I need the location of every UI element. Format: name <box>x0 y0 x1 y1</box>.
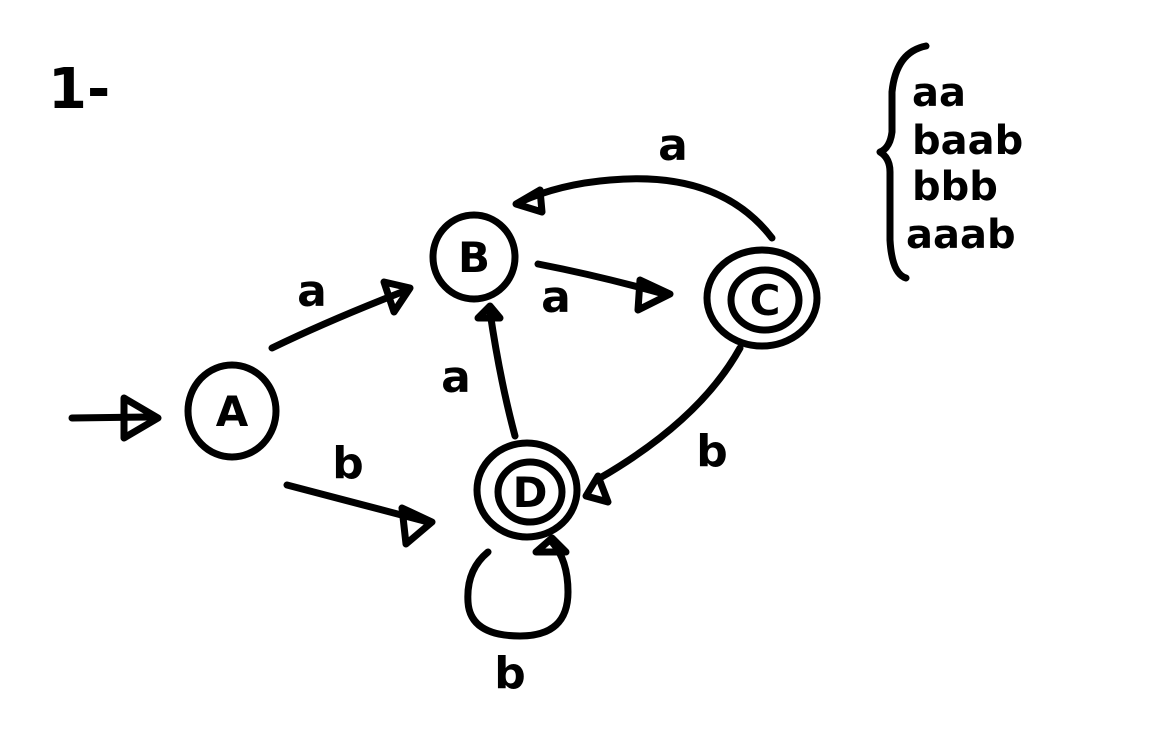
left-brace <box>876 42 930 282</box>
state-C-inner-circle <box>727 266 803 334</box>
word-4: aaab <box>906 212 1016 258</box>
transition-C-B-line <box>516 175 776 242</box>
transition-D-B-label: a <box>441 352 471 403</box>
state-C: C <box>703 246 821 350</box>
exercise-number: 1- <box>48 57 110 122</box>
transition-C-D-line <box>596 344 744 482</box>
transition-D-D-label: b <box>494 648 526 699</box>
transition-A-B-arrowhead <box>380 278 414 316</box>
state-B-label: B <box>458 233 490 282</box>
transition-A-D: b <box>283 438 436 548</box>
state-D-label: D <box>513 468 548 517</box>
state-A-circle <box>184 361 280 461</box>
transition-D-D-loop <box>464 538 572 640</box>
transition-D-B-arrowhead <box>474 302 504 322</box>
state-A-label: A <box>216 387 249 436</box>
state-C-outer-circle <box>703 246 821 350</box>
transition-A-D-label: b <box>332 438 364 489</box>
transition-A-B-label: a <box>297 266 327 317</box>
initial-arrow <box>68 394 162 442</box>
state-D: D <box>473 439 581 541</box>
word-set: aa baab bbb aaab <box>876 42 1023 282</box>
transition-C-B-arrowhead <box>512 186 546 216</box>
transition-A-D-arrowhead <box>398 504 436 548</box>
initial-arrow-line <box>68 413 154 422</box>
transition-D-B: a <box>441 302 519 440</box>
word-3: bbb <box>912 164 998 210</box>
transition-C-D: b <box>582 344 744 506</box>
transition-B-C-line <box>534 260 668 298</box>
word-2: baab <box>912 118 1023 164</box>
transition-A-B-line <box>268 288 406 352</box>
transition-B-C-arrowhead <box>634 276 674 314</box>
transition-D-D: b <box>464 534 572 699</box>
state-B-circle <box>429 211 519 303</box>
state-A: A <box>184 361 280 461</box>
transition-B-C: a <box>534 260 674 323</box>
transition-D-B-line <box>486 308 519 440</box>
state-D-outer-circle <box>473 439 581 541</box>
state-B: B <box>429 211 519 303</box>
transition-C-D-label: b <box>696 426 728 477</box>
initial-arrowhead <box>120 394 162 442</box>
transition-A-B: a <box>268 266 414 352</box>
transition-B-C-label: a <box>541 272 571 323</box>
transition-C-B: a <box>512 120 776 242</box>
state-D-inner-circle <box>494 458 566 526</box>
word-1: aa <box>912 70 966 116</box>
transition-A-D-line <box>283 481 432 526</box>
transition-D-D-arrowhead <box>532 534 570 556</box>
transition-C-B-label: a <box>658 120 688 171</box>
transition-C-D-arrowhead <box>582 472 612 506</box>
state-C-label: C <box>750 276 781 325</box>
